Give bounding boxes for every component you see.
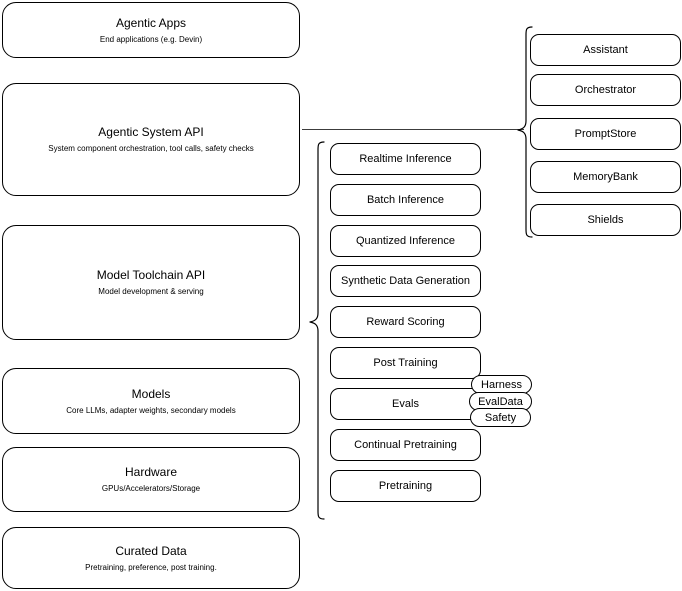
capability-label: Realtime Inference (359, 152, 452, 165)
system-component-memorybank[interactable]: MemoryBank (530, 161, 681, 193)
connector-line-system-api-to-components (302, 129, 524, 130)
eval-subcomponent-label: Safety (484, 411, 517, 424)
layer-subtitle: Core LLMs, adapter weights, secondary mo… (66, 405, 236, 415)
layer-title: Models (131, 386, 171, 401)
layer-title: Agentic System API (98, 125, 204, 139)
capability-label: Synthetic Data Generation (340, 274, 471, 287)
capability-quantized-inference[interactable]: Quantized Inference (330, 225, 481, 257)
capability-continual-pretraining[interactable]: Continual Pretraining (330, 429, 481, 461)
eval-subcomponent-label: Harness (481, 378, 522, 391)
system-component-orchestrator[interactable]: Orchestrator (530, 74, 681, 106)
bracket-model-toolchain (302, 141, 326, 521)
layer-subtitle: End applications (e.g. Devin) (99, 34, 203, 44)
capability-synthetic-data-generation[interactable]: Synthetic Data Generation (330, 265, 481, 297)
layer-subtitle: GPUs/Accelerators/Storage (101, 484, 201, 493)
layer-hardware[interactable]: Hardware GPUs/Accelerators/Storage (2, 447, 300, 512)
system-component-shields[interactable]: Shields (530, 204, 681, 236)
capability-label: Batch Inference (366, 193, 445, 206)
layer-model-toolchain-api[interactable]: Model Toolchain API Model development & … (2, 225, 300, 340)
capability-post-training[interactable]: Post Training (330, 347, 481, 379)
capability-evals[interactable]: Evals (330, 388, 481, 420)
system-component-label: MemoryBank (573, 170, 638, 183)
capability-label: Post Training (373, 356, 438, 369)
capability-label: Reward Scoring (366, 315, 445, 328)
system-component-label: Orchestrator (574, 83, 637, 96)
layer-curated-data[interactable]: Curated Data Pretraining, preference, po… (2, 527, 300, 589)
layer-subtitle: System component orchestration, tool cal… (48, 144, 254, 153)
layer-subtitle: Model development & serving (98, 287, 204, 296)
capability-reward-scoring[interactable]: Reward Scoring (330, 306, 481, 338)
capability-label: Evals (392, 397, 419, 410)
capability-batch-inference[interactable]: Batch Inference (330, 184, 481, 216)
layer-title: Agentic Apps (115, 15, 187, 30)
capability-realtime-inference[interactable]: Realtime Inference (330, 143, 481, 175)
layer-subtitle: Pretraining, preference, post training. (85, 562, 217, 572)
system-component-assistant[interactable]: Assistant (530, 34, 681, 66)
system-component-label: Shields (587, 213, 624, 226)
layer-title: Hardware (124, 465, 178, 479)
capability-label: Pretraining (378, 479, 433, 492)
layer-agentic-apps[interactable]: Agentic Apps End applications (e.g. Devi… (2, 2, 300, 58)
eval-subcomponent-label: EvalData (478, 395, 523, 408)
layer-agentic-system-api[interactable]: Agentic System API System component orch… (2, 83, 300, 196)
capability-label: Continual Pretraining (354, 438, 457, 451)
system-component-promptstore[interactable]: PromptStore (530, 118, 681, 150)
system-component-label: Assistant (583, 43, 628, 56)
eval-subcomponent-safety[interactable]: Safety (470, 408, 531, 427)
capability-pretraining[interactable]: Pretraining (330, 470, 481, 502)
system-component-label: PromptStore (574, 127, 637, 140)
eval-subcomponent-evaldata[interactable]: EvalData (469, 392, 532, 411)
layer-title: Curated Data (115, 543, 187, 558)
layer-models[interactable]: Models Core LLMs, adapter weights, secon… (2, 368, 300, 434)
layer-title: Model Toolchain API (96, 268, 206, 282)
capability-label: Quantized Inference (355, 234, 456, 247)
